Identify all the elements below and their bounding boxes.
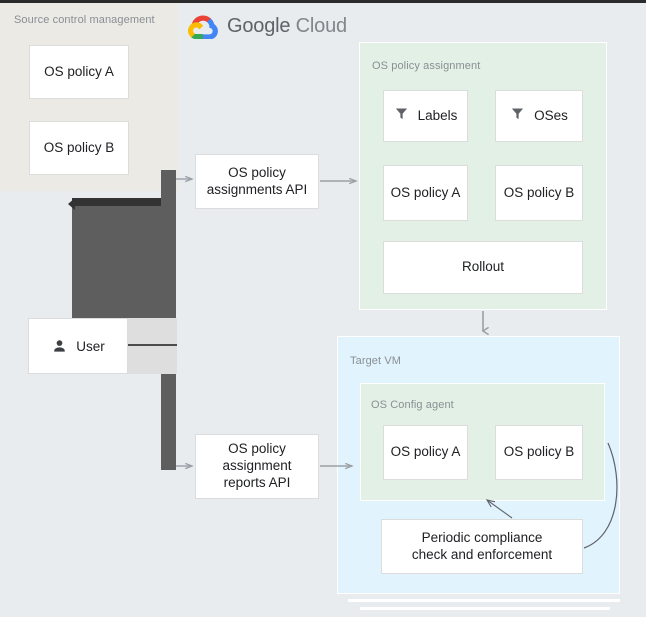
scm-os-policy-a-card[interactable]: OS policy A — [29, 45, 129, 99]
assignment-os-policy-a-card[interactable]: OS policy A — [383, 165, 468, 221]
labels-card-label: Labels — [417, 107, 458, 123]
brand-cloud-text: Cloud — [295, 15, 347, 37]
top-border-rule — [0, 0, 646, 3]
assignment-os-policy-b-card[interactable]: OS policy B — [495, 165, 583, 221]
target-vm-stack-line-2 — [360, 607, 610, 610]
person-icon — [51, 338, 68, 355]
reports-api-line1: OS policy — [228, 441, 286, 457]
google-cloud-logo-icon — [188, 14, 218, 39]
os-policy-assignment-label: OS policy assignment — [372, 60, 481, 72]
user-card-backdrop — [125, 318, 177, 374]
reports-api-line2: assignment — [222, 458, 292, 474]
agent-os-policy-a-card[interactable]: OS policy A — [383, 425, 468, 480]
scm-os-policy-b-card[interactable]: OS policy B — [29, 121, 129, 175]
user-backdrop-divider — [125, 344, 177, 346]
selection-left-arrow-icon — [68, 198, 75, 210]
user-label: User — [76, 338, 105, 354]
target-vm-label: Target VM — [350, 355, 402, 367]
os-policy-assignment-reports-api-card[interactable]: OS policy assignment reports API — [195, 434, 319, 499]
os-config-agent-label: OS Config agent — [371, 399, 454, 411]
periodic-line1: Periodic compliance — [421, 529, 543, 545]
os-policy-assignments-api-card[interactable]: OS policy assignments API — [195, 154, 319, 209]
source-control-management-label: Source control management — [14, 14, 155, 26]
google-cloud-wordmark: Google Cloud — [227, 15, 347, 38]
oses-filter-card[interactable]: OSes — [495, 90, 583, 142]
google-cloud-brand: Google Cloud — [188, 14, 347, 39]
periodic-compliance-card[interactable]: Periodic compliance check and enforcemen… — [381, 519, 583, 574]
target-vm-stack-line-1 — [348, 599, 620, 602]
agent-os-policy-b-card[interactable]: OS policy B — [495, 425, 583, 480]
rollout-card[interactable]: Rollout — [383, 241, 583, 294]
filter-icon — [510, 106, 525, 126]
brand-google-text: Google — [227, 15, 291, 37]
assignments-api-line2: assignments API — [206, 181, 308, 197]
selection-top-bar — [72, 198, 176, 206]
periodic-line2: check and enforcement — [411, 546, 553, 562]
oses-card-label: OSes — [534, 107, 568, 123]
reports-api-line3: reports API — [223, 474, 291, 490]
filter-icon — [394, 106, 409, 126]
assignments-api-line1: OS policy — [228, 164, 286, 180]
labels-filter-card[interactable]: Labels — [383, 90, 468, 142]
user-card[interactable]: User — [28, 318, 128, 374]
